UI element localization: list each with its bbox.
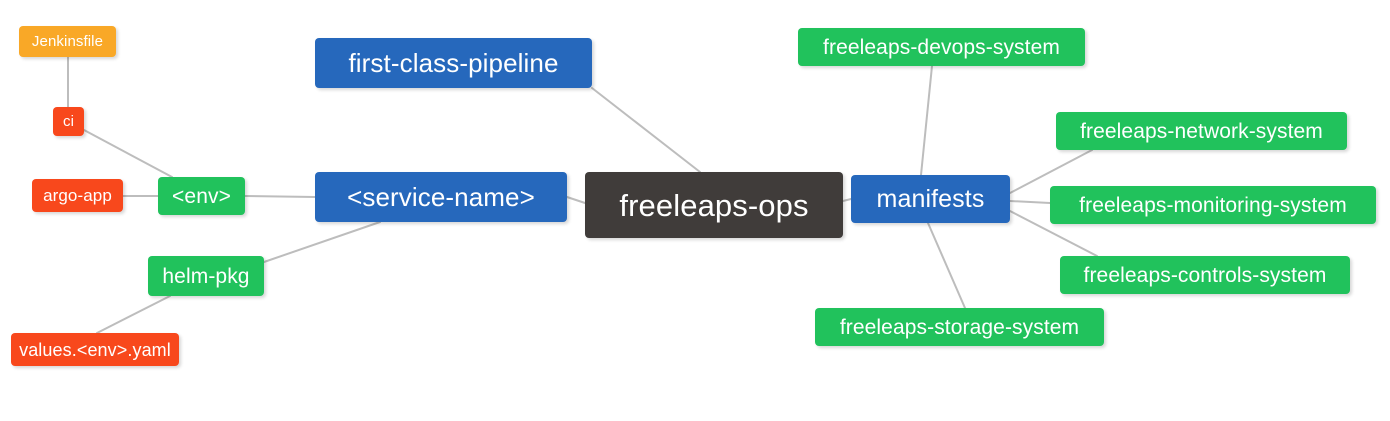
node-freeleaps-ops[interactable]: freeleaps-ops (585, 172, 843, 238)
edge-freeleaps-ops-to-manifests (842, 198, 852, 202)
edge-env-to-service-name (244, 195, 316, 198)
node-service-name[interactable]: <service-name> (315, 172, 567, 222)
node-argo-app[interactable]: argo-app (32, 179, 123, 212)
edge-service-name-to-freeleaps-ops (566, 196, 586, 204)
edge-helm-pkg-to-values-env-yaml (96, 295, 171, 334)
node-ci[interactable]: ci (53, 107, 84, 136)
node-manifests[interactable]: manifests (851, 175, 1010, 223)
node-jenkinsfile[interactable]: Jenkinsfile (19, 26, 116, 57)
node-values-env-yaml[interactable]: values.<env>.yaml (11, 333, 179, 366)
edge-first-class-pipeline-to-freeleaps-ops (591, 87, 701, 173)
edge-manifests-to-freeleaps-devops-system (920, 65, 933, 176)
node-freeleaps-storage-system[interactable]: freeleaps-storage-system (815, 308, 1104, 346)
node-first-class-pipeline[interactable]: first-class-pipeline (315, 38, 592, 88)
edge-manifests-to-freeleaps-storage-system (927, 222, 966, 309)
node-freeleaps-devops-system[interactable]: freeleaps-devops-system (798, 28, 1085, 66)
node-helm-pkg[interactable]: helm-pkg (148, 256, 264, 296)
node-freeleaps-network-system[interactable]: freeleaps-network-system (1056, 112, 1347, 150)
edge-ci-to-env (83, 129, 173, 178)
edge-manifests-to-freeleaps-controls-system (1009, 210, 1098, 257)
edge-service-name-to-helm-pkg (263, 221, 381, 263)
node-freeleaps-monitoring-system[interactable]: freeleaps-monitoring-system (1050, 186, 1376, 224)
node-freeleaps-controls-system[interactable]: freeleaps-controls-system (1060, 256, 1350, 294)
node-env[interactable]: <env> (158, 177, 245, 215)
edge-manifests-to-freeleaps-monitoring-system (1009, 200, 1051, 204)
edge-manifests-to-freeleaps-network-system (1009, 149, 1093, 194)
